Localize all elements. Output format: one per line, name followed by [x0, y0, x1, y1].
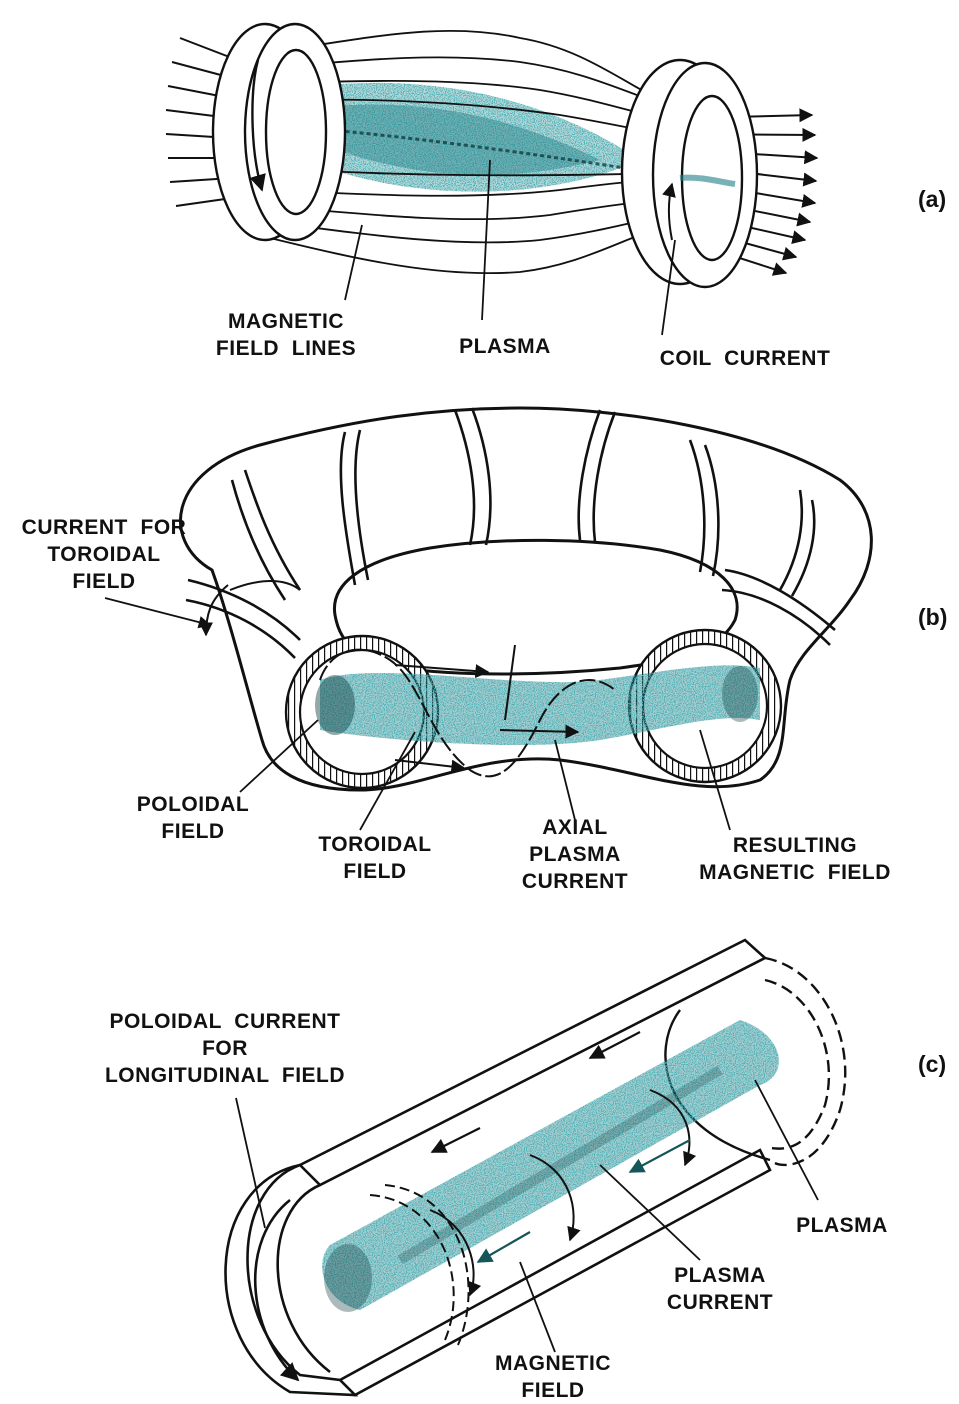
- panel-a-id: (a): [918, 186, 946, 213]
- label-current-toroidal-field: CURRENT FOR TOROIDAL FIELD: [4, 514, 204, 595]
- label-plasma-c: PLASMA: [782, 1212, 902, 1239]
- left-coil: [213, 24, 345, 240]
- label-resulting-magnetic-field: RESULTING MAGNETIC FIELD: [680, 832, 910, 886]
- right-coil: [622, 60, 757, 287]
- label-poloidal-current: POLOIDAL CURRENT FOR LONGITUDINAL FIELD: [80, 1008, 370, 1089]
- label-axial-plasma-current: AXIAL PLASMA CURRENT: [500, 814, 650, 895]
- label-magnetic-field-lines: MAGNETIC FIELD LINES: [206, 308, 366, 362]
- label-coil-current: COIL CURRENT: [640, 345, 850, 372]
- panel-b-id: (b): [918, 604, 947, 631]
- panel-c-id: (c): [918, 1051, 946, 1078]
- label-magnetic-field-c: MAGNETIC FIELD: [478, 1350, 628, 1404]
- label-plasma-current: PLASMA CURRENT: [650, 1262, 790, 1316]
- label-poloidal-field: POLOIDAL FIELD: [118, 791, 268, 845]
- label-plasma-a: PLASMA: [445, 333, 565, 360]
- panel-b-tokamak: [105, 408, 871, 830]
- label-toroidal-field: TOROIDAL FIELD: [300, 831, 450, 885]
- panel-a-magnetic-mirror: [166, 24, 817, 335]
